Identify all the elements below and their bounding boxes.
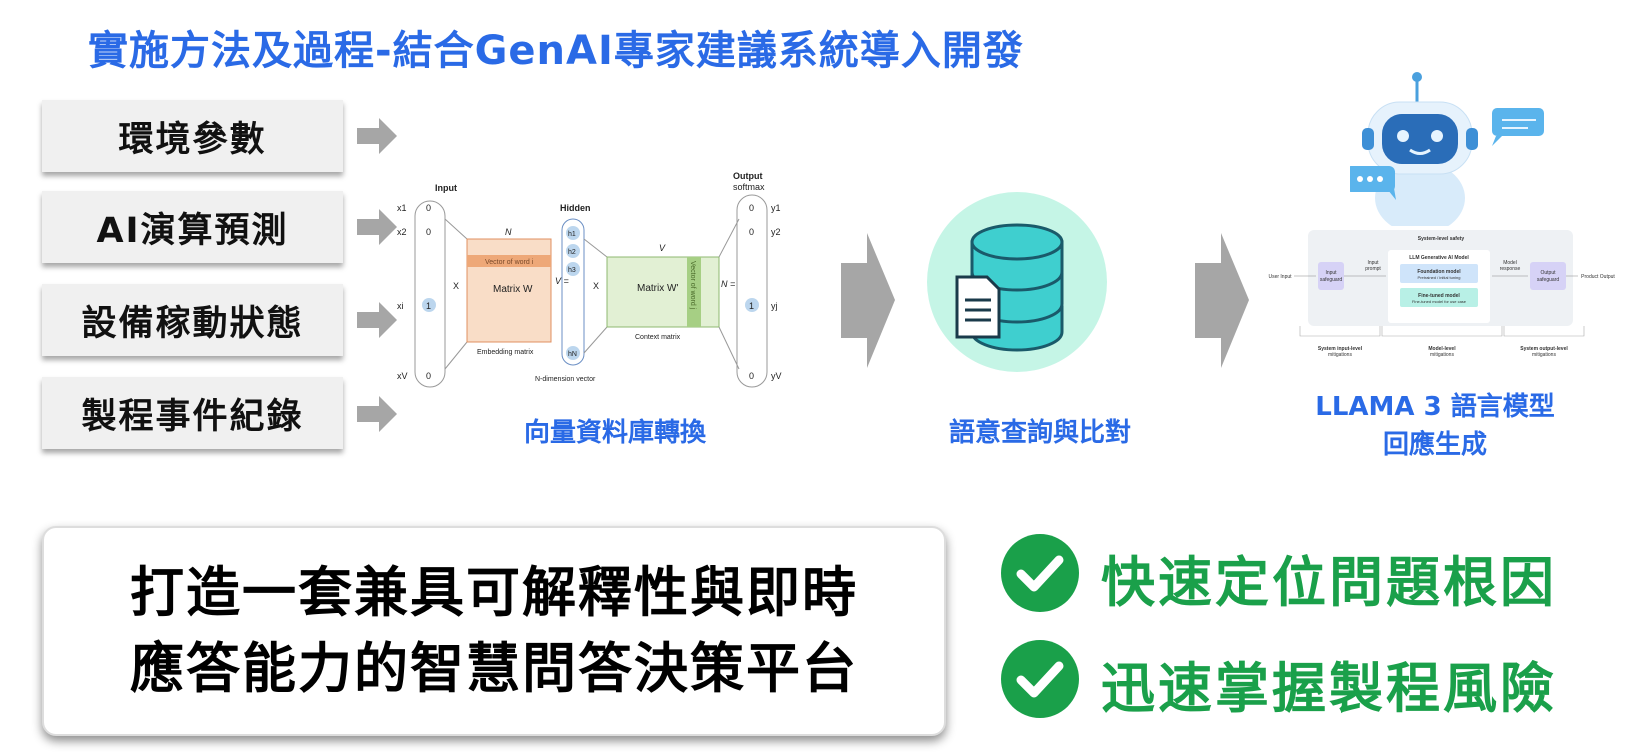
softmax-label: softmax bbox=[733, 182, 765, 192]
step-label-llama-response: 回應生成 bbox=[1382, 430, 1487, 460]
step-label-semantic: 語意查詢與比對 bbox=[948, 418, 1131, 448]
step-label-vector-db: 向量資料庫轉換 bbox=[523, 418, 706, 448]
llama-safety-diagram: System-level safety LLM Generative AI Mo… bbox=[1268, 230, 1615, 358]
big-arrow-icon bbox=[841, 233, 895, 368]
svg-text:h1: h1 bbox=[568, 231, 576, 238]
hidden-label: Hidden bbox=[560, 203, 591, 213]
summary-line-1: 打造一套兼具可解釋性與即時 bbox=[130, 561, 858, 624]
chat-bubble-icon bbox=[1350, 166, 1396, 200]
svg-text:System input-level: System input-level bbox=[1318, 346, 1363, 352]
svg-text:Model: Model bbox=[1503, 260, 1517, 266]
context-label: Context matrix bbox=[635, 334, 681, 341]
n-label: N bbox=[505, 227, 512, 237]
output-vector bbox=[736, 194, 768, 388]
output-label: Output bbox=[733, 171, 763, 181]
vector-word-j: Vector of word j bbox=[689, 261, 696, 310]
summary-line-2: 應答能力的智慧問答決策平台 bbox=[130, 637, 858, 700]
svg-text:Input: Input bbox=[1325, 270, 1337, 276]
summary-box: 打造一套兼具可解釋性與即時 應答能力的智慧問答決策平台 bbox=[42, 526, 946, 736]
svg-text:System-level safety: System-level safety bbox=[1418, 236, 1465, 242]
svg-text:0: 0 bbox=[749, 227, 754, 237]
svg-text:User Input: User Input bbox=[1268, 274, 1292, 280]
hidden-vector bbox=[561, 218, 585, 366]
finetuned-model bbox=[1400, 288, 1478, 307]
input-label: Input bbox=[435, 183, 457, 193]
matrix-w2: Matrix W' bbox=[637, 283, 678, 294]
svg-text:LLM Generative AI Model: LLM Generative AI Model bbox=[1409, 255, 1469, 261]
n-eq: N = bbox=[721, 279, 735, 289]
times-sign: X bbox=[453, 281, 459, 291]
input-value: 0 bbox=[426, 227, 431, 237]
y1-label: y1 bbox=[771, 203, 781, 213]
ndim-label: N-dimension vector bbox=[535, 376, 596, 383]
arrow-right-icon bbox=[357, 302, 397, 338]
check-circle-icon bbox=[1001, 640, 1079, 718]
svg-text:Foundation model: Foundation model bbox=[1417, 269, 1461, 275]
svg-text:Model-level: Model-level bbox=[1428, 346, 1456, 352]
input-box-environment: 環境參數 bbox=[42, 100, 343, 172]
svg-text:System output-level: System output-level bbox=[1520, 346, 1568, 352]
input-vector bbox=[414, 200, 446, 388]
y2-label: y2 bbox=[771, 227, 781, 237]
step-label-llama: LLAMA 3 語言模型 bbox=[1315, 392, 1555, 422]
xV-label: xV bbox=[397, 371, 408, 381]
svg-text:Fine-tuned model for use case: Fine-tuned model for use case bbox=[1412, 299, 1467, 304]
svg-text:Pretrained / initial tuning: Pretrained / initial tuning bbox=[1418, 275, 1461, 280]
svg-text:1: 1 bbox=[749, 301, 754, 311]
database-icon bbox=[927, 192, 1107, 372]
check-circle-icon bbox=[1001, 534, 1079, 612]
svg-text:response: response bbox=[1500, 266, 1521, 272]
arrow-right-icon bbox=[357, 396, 397, 432]
x1-label: x1 bbox=[397, 203, 407, 213]
document-icon bbox=[955, 275, 1001, 339]
svg-text:prompt: prompt bbox=[1365, 266, 1381, 272]
input-box-equipment-status: 設備稼動狀態 bbox=[42, 284, 343, 356]
input-box-process-events: 製程事件紀錄 bbox=[42, 377, 343, 449]
arrow-right-icon bbox=[357, 209, 397, 245]
times-sign: X bbox=[593, 281, 599, 291]
xi-label: xi bbox=[397, 301, 404, 311]
svg-text:safeguard: safeguard bbox=[1320, 277, 1342, 283]
svg-text:mitigations: mitigations bbox=[1328, 352, 1352, 358]
svg-text:h3: h3 bbox=[568, 267, 576, 274]
svg-text:mitigations: mitigations bbox=[1532, 352, 1556, 358]
robot-icon bbox=[1350, 72, 1544, 226]
benefit-process-risk: 迅速掌握製程風險 bbox=[1101, 657, 1557, 720]
output-safeguard bbox=[1530, 262, 1566, 290]
svg-text:0: 0 bbox=[749, 203, 754, 213]
v-label: V bbox=[659, 243, 666, 253]
vector-word-i: Vector of word i bbox=[485, 259, 534, 266]
input-hot bbox=[422, 298, 436, 312]
matrix-w: Matrix W bbox=[493, 284, 533, 295]
word2vec-diagram: Input x1 x2 xi xV 0 0 1 0 X Vector of wo… bbox=[397, 171, 782, 388]
yj-label: yj bbox=[771, 301, 778, 311]
input-value: 0 bbox=[426, 371, 431, 381]
input-value: 1 bbox=[426, 301, 431, 311]
svg-text:Fine-tuned model: Fine-tuned model bbox=[1418, 293, 1460, 299]
big-arrow-icon bbox=[1195, 233, 1249, 368]
benefit-root-cause: 快速定位問題根因 bbox=[1101, 551, 1557, 614]
slide-title: 實施方法及過程-結合GenAI專家建議系統導入開發 bbox=[88, 28, 1024, 74]
svg-text:hN: hN bbox=[568, 351, 577, 358]
svg-text:Output: Output bbox=[1540, 270, 1556, 276]
x2-label: x2 bbox=[397, 227, 407, 237]
chat-bubble-icon bbox=[1492, 108, 1544, 146]
svg-text:mitigations: mitigations bbox=[1430, 352, 1454, 358]
svg-text:Input: Input bbox=[1367, 260, 1379, 266]
yV-label: yV bbox=[771, 371, 782, 381]
input-value: 0 bbox=[426, 203, 431, 213]
svg-text:Product Output: Product Output bbox=[1581, 274, 1615, 280]
svg-text:0: 0 bbox=[749, 371, 754, 381]
svg-text:h2: h2 bbox=[568, 249, 576, 256]
input-box-ai-prediction: AI演算預測 bbox=[42, 191, 343, 263]
input-safeguard bbox=[1318, 262, 1344, 290]
arrow-right-icon bbox=[357, 118, 397, 154]
foundation-model bbox=[1400, 264, 1478, 283]
svg-text:safeguard: safeguard bbox=[1537, 277, 1559, 283]
embedding-label: Embedding matrix bbox=[477, 349, 534, 356]
